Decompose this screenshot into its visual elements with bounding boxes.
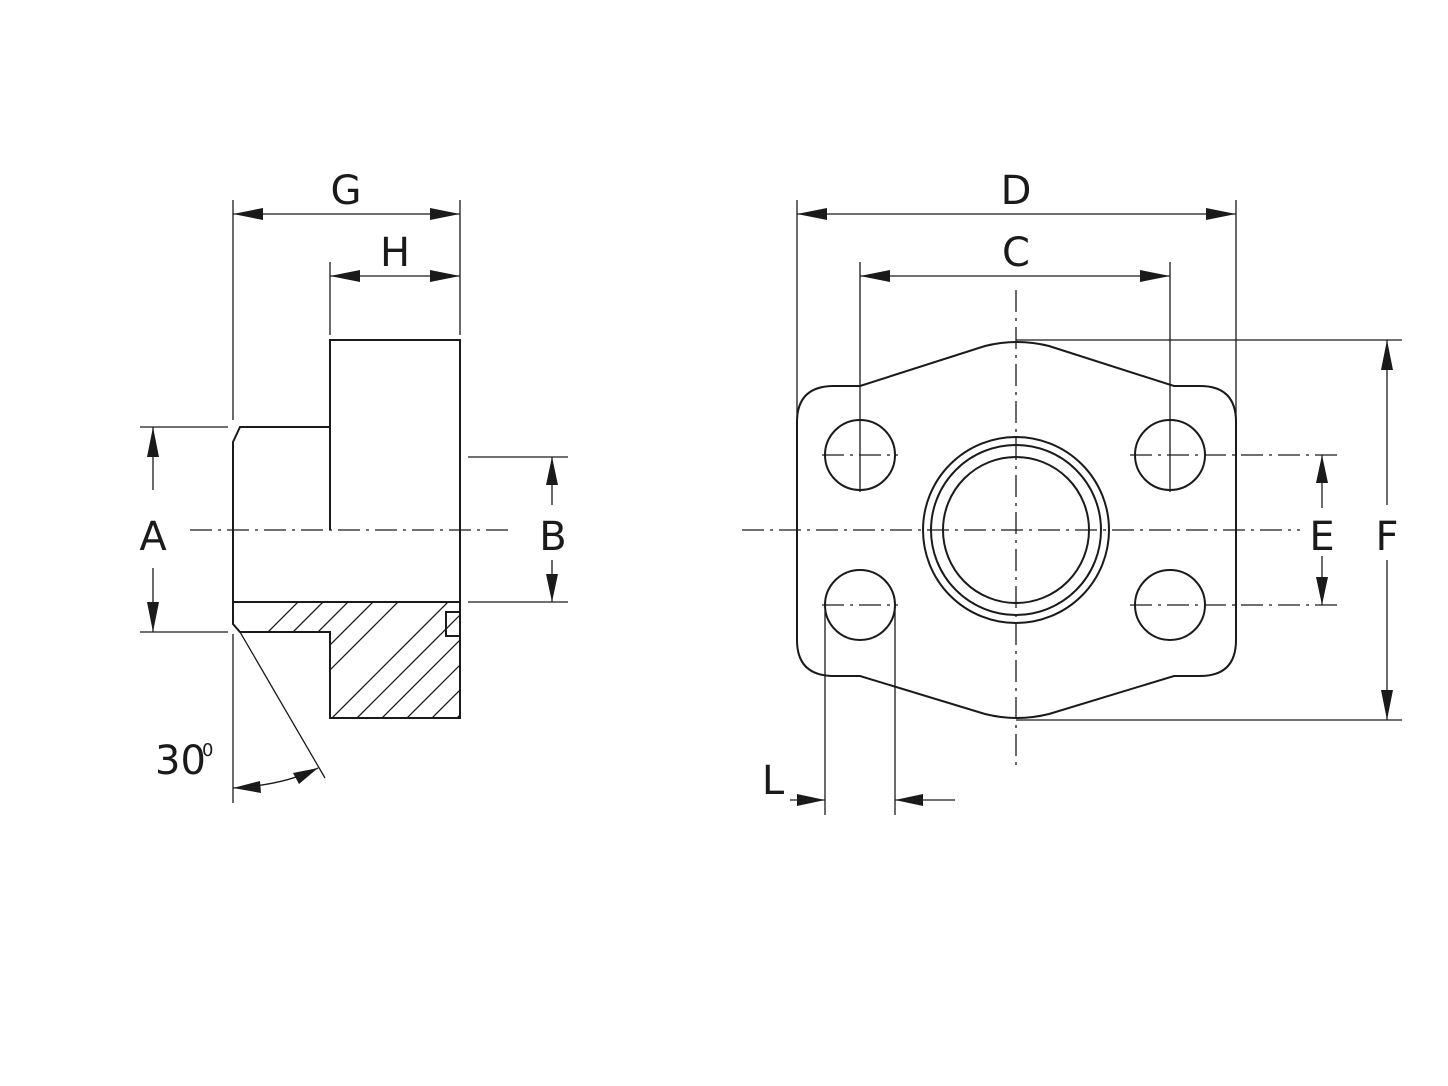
dimension-g: G (233, 168, 460, 220)
label-a: A (139, 514, 167, 560)
label-angle-value: 30 (155, 738, 206, 784)
side-view: G H A B 30 0 (139, 168, 568, 803)
dimension-b: B (539, 457, 567, 602)
section-hatching (233, 602, 460, 718)
label-b: B (539, 514, 566, 560)
dimension-e: E (1309, 455, 1335, 605)
side-view-outline (232, 339, 461, 719)
front-view: D C E F L (742, 168, 1402, 815)
flange-outline (796, 341, 1237, 719)
oring-groove (445, 611, 460, 637)
label-c: C (1002, 230, 1030, 276)
chamfer-ext (239, 631, 326, 779)
dimension-angle: 30 0 (155, 738, 319, 793)
label-angle-unit: 0 (202, 740, 213, 761)
dimension-h: H (330, 230, 460, 282)
label-e: E (1309, 514, 1334, 560)
dimension-c: C (860, 230, 1170, 282)
label-h: H (380, 230, 410, 276)
label-g: G (331, 168, 362, 214)
label-d: D (1001, 168, 1032, 214)
label-f: F (1375, 514, 1398, 560)
dimension-a: A (139, 427, 167, 632)
dimension-d: D (797, 168, 1236, 220)
label-l: L (762, 758, 785, 804)
dimension-f: F (1375, 340, 1399, 720)
dimension-l: L (762, 758, 955, 806)
